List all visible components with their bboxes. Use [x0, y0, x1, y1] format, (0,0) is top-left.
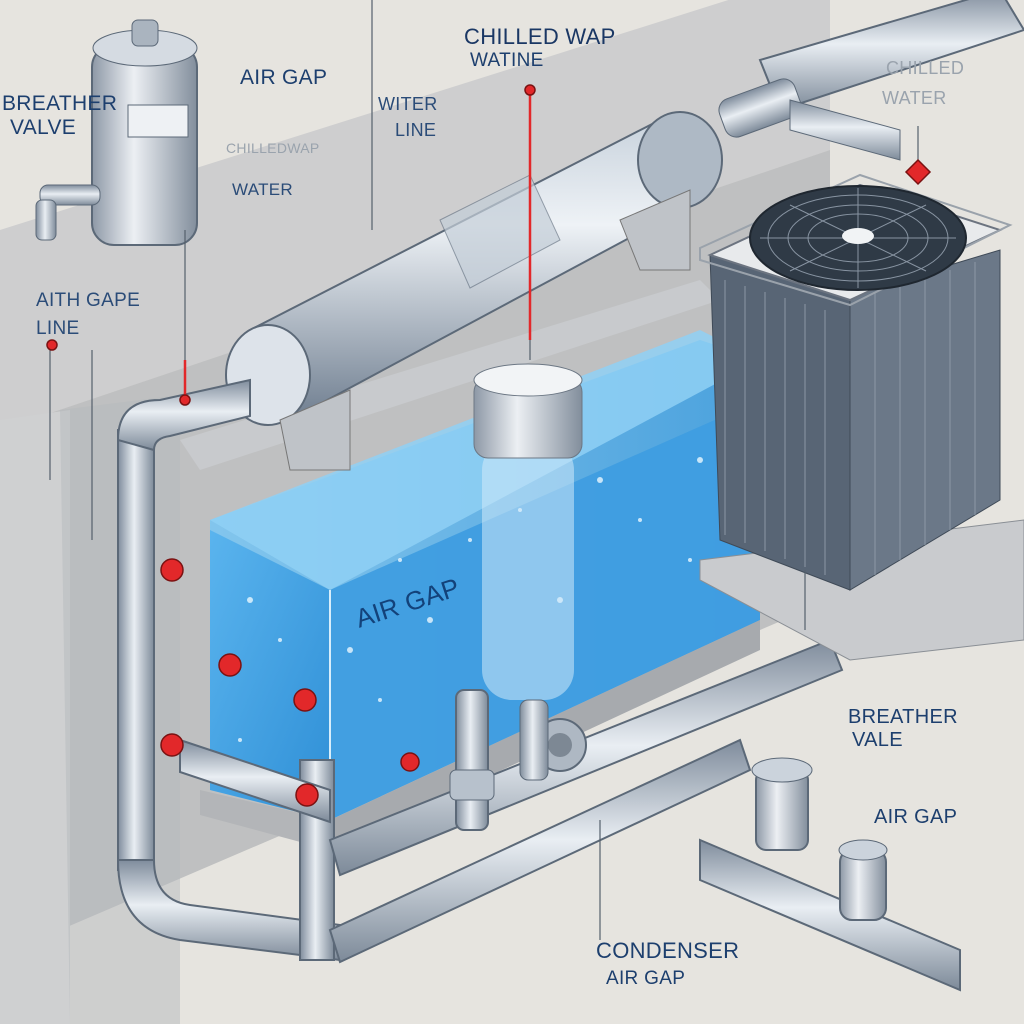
label-chilled-right: CHILLED — [886, 58, 965, 78]
left-wall-edge — [0, 410, 70, 1024]
cylinder-cap-top — [473, 363, 583, 397]
label-chilledwap-faint: CHILLEDWAP — [226, 140, 320, 156]
label-breather-line1: BREATHER — [2, 92, 118, 115]
label-air-gap-right: AIR GAP — [874, 806, 958, 828]
label-watine: WATINE — [470, 50, 544, 71]
bottom-pipe-lower — [328, 738, 752, 964]
label-breather-line2: VALVE — [10, 116, 77, 140]
label-breather-vale: BREATHER VALE — [848, 706, 958, 752]
label-breather-vale-line2: VALE — [852, 729, 903, 751]
label-water-right: WATER — [882, 88, 947, 108]
breather-valve-icon — [35, 19, 198, 246]
label-chilled-wap: CHILLED WAP — [464, 24, 616, 49]
clear-cylinder — [482, 440, 574, 700]
tank-base-left — [200, 790, 330, 850]
water-tank-front-left — [210, 530, 330, 820]
label-water-mid: WATER — [232, 180, 293, 199]
back-wall — [0, 0, 830, 430]
label-witer: WITER — [378, 94, 438, 114]
left-pipe-run — [116, 378, 341, 962]
label-breather-vale-line1: BREATHER — [848, 706, 958, 728]
label-air-gap-top: AIR GAP — [240, 66, 328, 89]
valve-icon — [449, 689, 587, 831]
label-line-left: LINE — [36, 318, 80, 339]
pipe-branch — [789, 99, 901, 161]
label-condenser: CONDENSER — [596, 938, 740, 963]
marker-icon — [46, 84, 932, 807]
label-aith-gape: AITH GAPE — [36, 290, 141, 311]
label-line-top: LINE — [395, 120, 437, 140]
breather-valve-bottom — [699, 757, 961, 992]
fan-icon — [749, 185, 967, 291]
label-breather-valve-top: BREATHER VALVE — [2, 92, 117, 140]
pipe-elbow — [718, 78, 802, 138]
label-air-gap-bottom: AIR GAP — [606, 968, 686, 989]
